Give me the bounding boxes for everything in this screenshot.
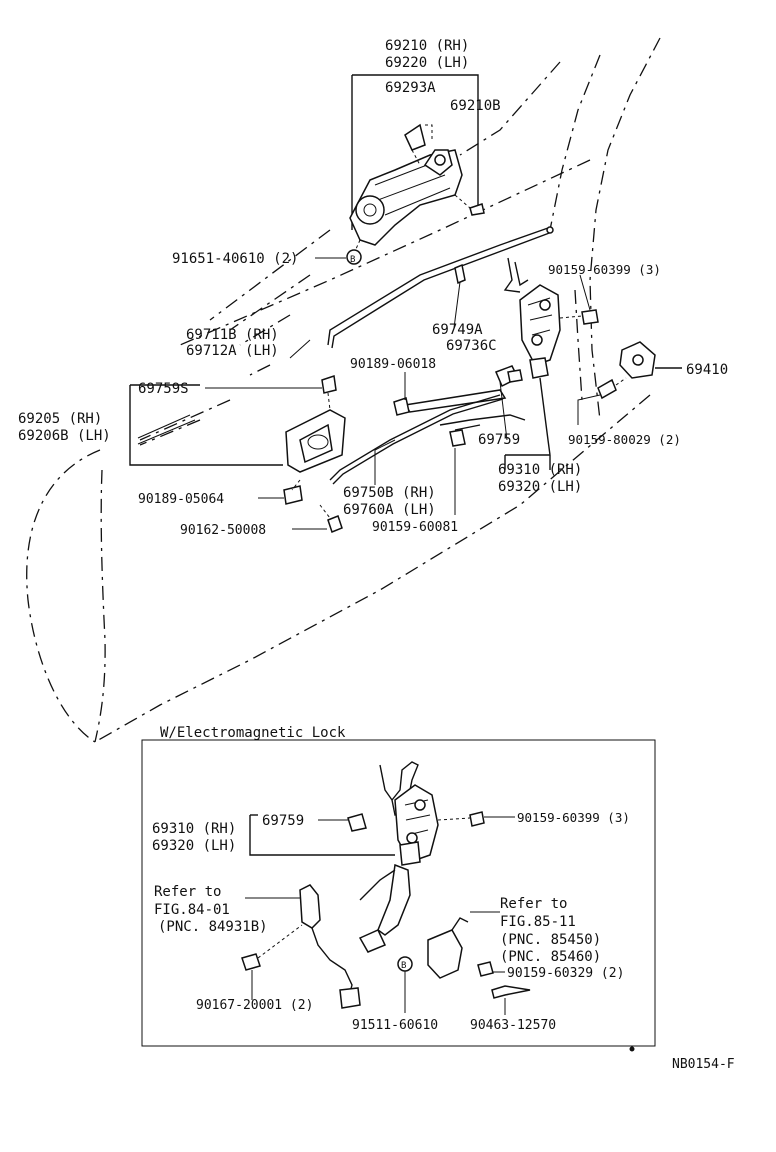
label-69210b[interactable]: 69210B <box>450 98 501 114</box>
diagram-code: NB0154-F <box>672 1057 735 1072</box>
inset-label-91511-60610[interactable]: 91511-60610 <box>352 1018 438 1033</box>
electromagnetic-lock-inset <box>141 739 656 1047</box>
badge-b-inset: B <box>401 961 406 971</box>
label-69206b-lh[interactable]: 69206B (LH) <box>18 428 111 444</box>
label-69750b-rh[interactable]: 69750B (RH) <box>343 485 436 501</box>
inset-refer1-line1: Refer to <box>154 884 221 900</box>
door-outline <box>26 37 661 743</box>
label-90189-05064[interactable]: 90189-05064 <box>138 492 224 507</box>
rods <box>327 226 554 485</box>
leader-lines <box>137 257 601 530</box>
label-69210-rh[interactable]: 69210 (RH) <box>385 38 469 54</box>
inset-refer2-line3: (PNC. 85450) <box>500 932 601 948</box>
badge-b-main: B <box>350 255 355 265</box>
inset-label-90159-60329[interactable]: 90159-60329 (2) <box>507 966 624 981</box>
label-69320-lh[interactable]: 69320 (LH) <box>498 479 582 495</box>
footer-dot <box>629 1046 635 1052</box>
label-69711b-rh[interactable]: 69711B (RH) <box>186 327 279 343</box>
door-lock-assembly <box>503 257 682 470</box>
label-69749a[interactable]: 69749A <box>432 322 483 338</box>
inset-refer1-line3: (PNC. 84931B) <box>158 919 268 935</box>
inset-label-69310-rh[interactable]: 69310 (RH) <box>152 821 236 837</box>
inset-refer1-line2[interactable]: FIG.84-01 <box>154 902 230 918</box>
label-69293a[interactable]: 69293A <box>385 80 436 96</box>
main-labels: 69210 (RH) 69220 (LH) 69293A 69210B 9165… <box>18 38 728 538</box>
inset-label-69320-lh[interactable]: 69320 (LH) <box>152 838 236 854</box>
label-90159-80029[interactable]: 90159-80029 (2) <box>568 432 681 447</box>
inset-label-69759[interactable]: 69759 <box>262 813 304 829</box>
label-90162-50008[interactable]: 90162-50008 <box>180 523 266 538</box>
label-69760a-lh[interactable]: 69760A (LH) <box>343 502 436 518</box>
outside-handle-assembly <box>346 74 485 265</box>
label-90159-60081[interactable]: 90159-60081 <box>372 520 458 535</box>
label-69205-rh[interactable]: 69205 (RH) <box>18 411 102 427</box>
inset-labels: W/Electromagnetic Lock 69310 (RH) 69320 … <box>152 725 630 1033</box>
label-69736c[interactable]: 69736C <box>446 338 497 354</box>
inside-handle <box>129 365 523 533</box>
label-69310-rh[interactable]: 69310 (RH) <box>498 462 582 478</box>
label-69759[interactable]: 69759 <box>478 432 520 448</box>
label-90189-06018[interactable]: 90189-06018 <box>350 357 436 372</box>
inset-label-90167-20001[interactable]: 90167-20001 (2) <box>196 998 313 1013</box>
label-69410[interactable]: 69410 <box>686 362 728 378</box>
inset-label-90463-12570[interactable]: 90463-12570 <box>470 1018 556 1033</box>
label-91651-40610[interactable]: 91651-40610 (2) <box>172 251 298 267</box>
inset-refer2-line2[interactable]: FIG.85-11 <box>500 914 576 930</box>
label-69220-lh[interactable]: 69220 (LH) <box>385 55 469 71</box>
label-90159-60399[interactable]: 90159-60399 (3) <box>548 262 661 277</box>
inset-label-90159-60399[interactable]: 90159-60399 (3) <box>517 810 630 825</box>
inset-title: W/Electromagnetic Lock <box>160 725 346 741</box>
label-69712a-lh[interactable]: 69712A (LH) <box>186 343 279 359</box>
inset-refer2-line4: (PNC. 85460) <box>500 949 601 965</box>
label-69759s[interactable]: 69759S <box>138 381 189 397</box>
inset-refer2-line1: Refer to <box>500 896 567 912</box>
